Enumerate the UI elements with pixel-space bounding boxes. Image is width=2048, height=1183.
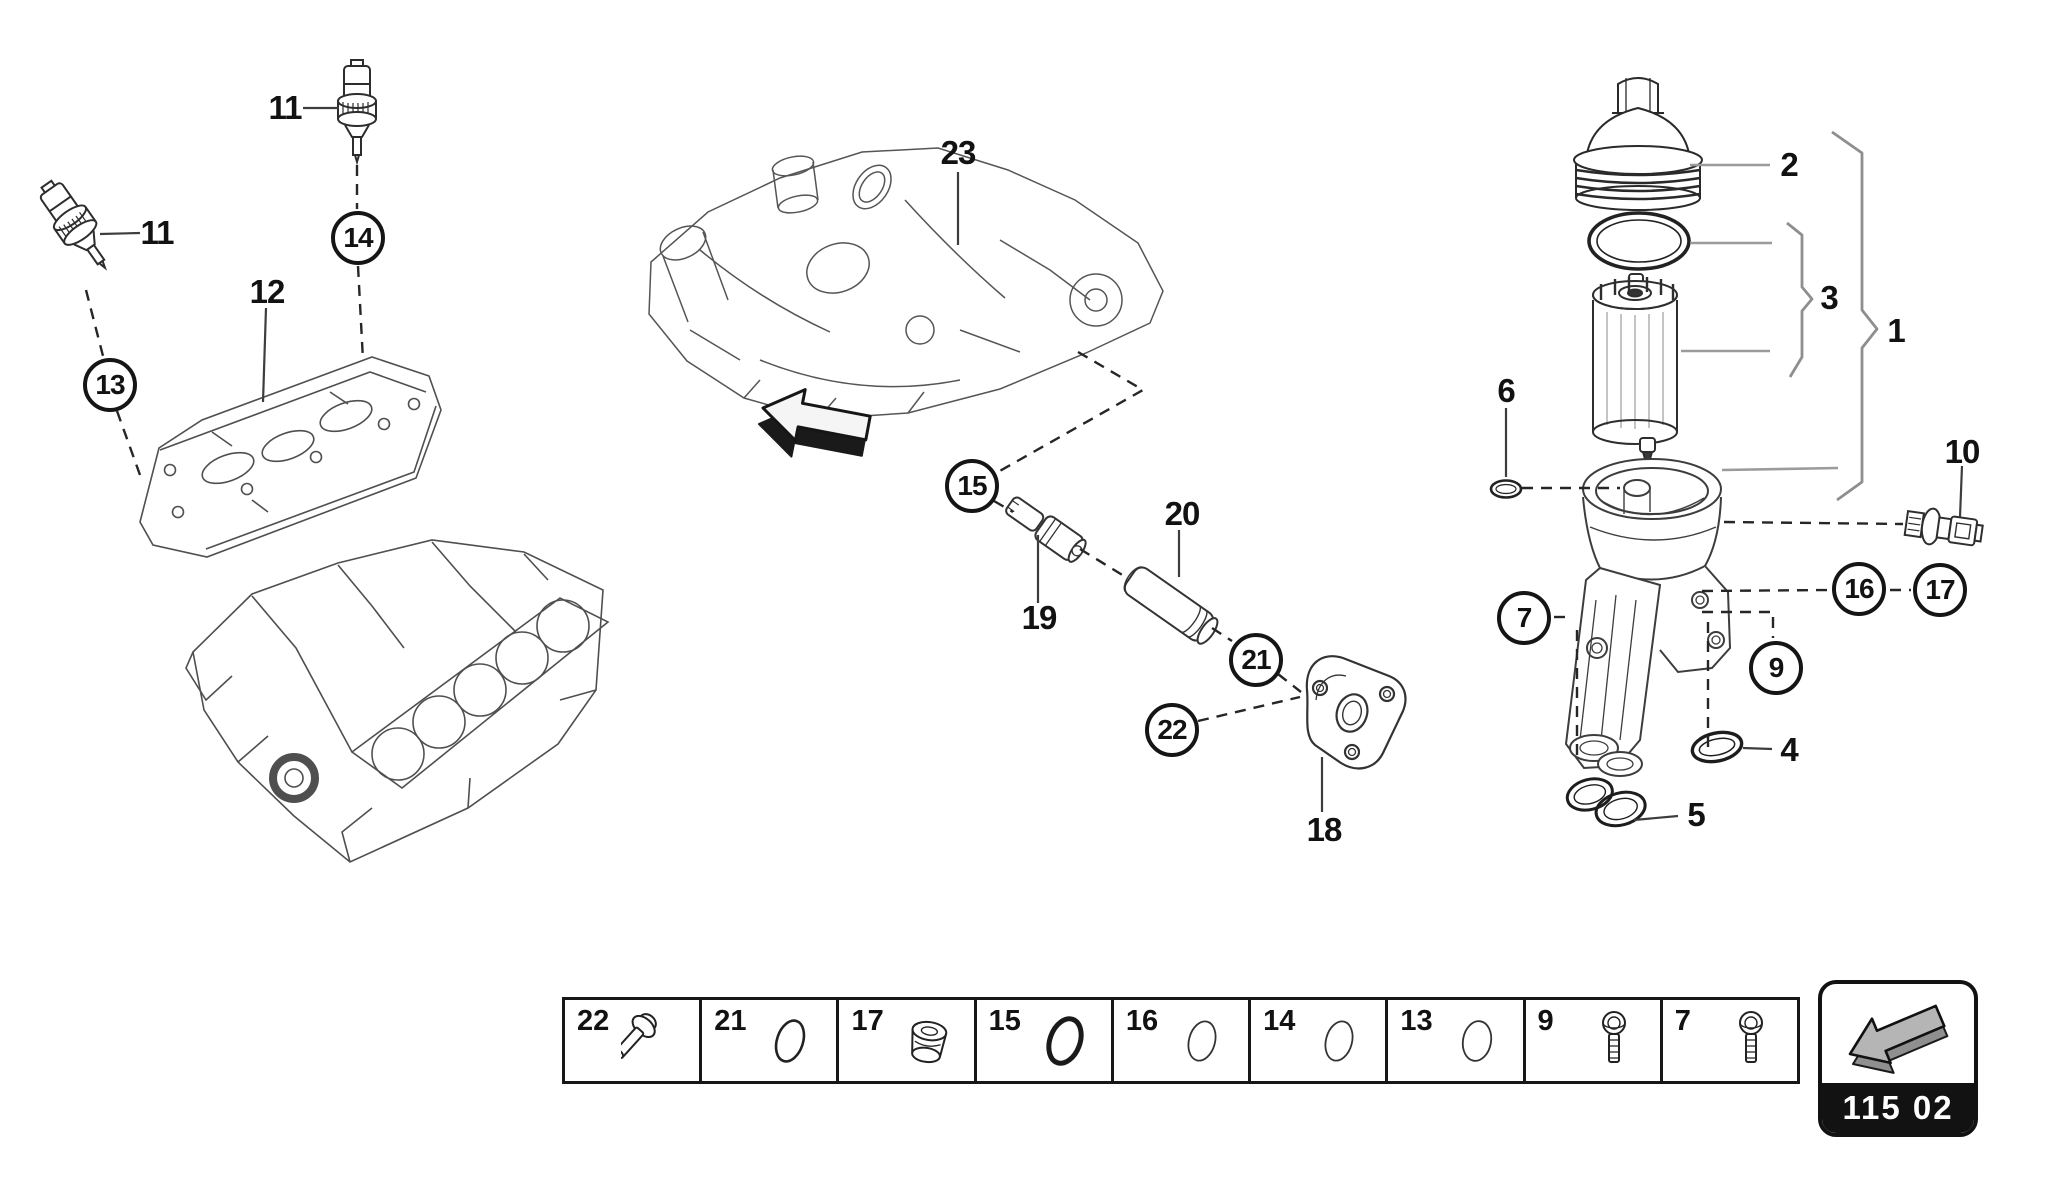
sensor-11-left-sketch	[39, 179, 108, 271]
legend-num-21: 21	[714, 1005, 747, 1037]
legend-cell-21[interactable]: 21	[702, 1000, 840, 1081]
legend-num-7: 7	[1674, 1005, 1691, 1037]
pressure-sensor-10-sketch	[1903, 507, 1984, 547]
badge-arrow-icon	[1848, 1004, 1949, 1074]
engine-block-sketch	[185, 539, 610, 863]
bracket-18-sketch	[1305, 655, 1407, 770]
legend-cell-22[interactable]: 22	[565, 1000, 703, 1081]
o-ring-thin-icon	[1461, 1019, 1492, 1062]
valve-cover-sketch	[139, 356, 442, 558]
legend-num-9: 9	[1537, 1005, 1554, 1037]
callout-11-left[interactable]: 11	[140, 214, 175, 251]
callout-circle-21[interactable]: 21	[1229, 633, 1283, 687]
legend-num-13: 13	[1400, 1005, 1433, 1037]
legend-cell-9[interactable]: 9	[1526, 1000, 1663, 1081]
sensor-11-top-sketch	[337, 59, 377, 166]
o-ring-thin-icon	[1187, 1019, 1217, 1062]
callout-circle-21-text: 21	[1241, 644, 1271, 675]
oil-unit-sketch-23	[648, 147, 1164, 420]
filter-housing-sketch	[1564, 458, 1732, 777]
callout-2[interactable]: 2	[1780, 146, 1798, 183]
callout-circle-22-text: 22	[1157, 714, 1187, 745]
callout-circle-7[interactable]: 7	[1497, 591, 1551, 645]
callout-10[interactable]: 10	[1944, 433, 1981, 470]
callout-18[interactable]: 18	[1306, 811, 1343, 848]
screw-plug-icon	[910, 1020, 947, 1063]
callout-1[interactable]: 1	[1887, 312, 1905, 349]
callout-3[interactable]: 3	[1820, 279, 1838, 316]
callout-circle-9-text: 9	[1768, 652, 1785, 683]
callout-circle-17[interactable]: 17	[1913, 563, 1967, 617]
callout-circle-16-text: 16	[1844, 573, 1874, 604]
legend-num-14: 14	[1263, 1005, 1296, 1037]
filter-element-sketch	[1592, 273, 1678, 460]
oring-4-sketch	[1690, 730, 1744, 764]
legend-cell-13[interactable]: 13	[1388, 1000, 1526, 1081]
group-brackets	[1786, 130, 1879, 502]
callout-circle-14-text: 14	[343, 222, 373, 253]
callout-circle-7-text: 7	[1516, 602, 1533, 633]
callout-20[interactable]: 20	[1164, 495, 1201, 532]
legend-cell-15[interactable]: 15	[977, 1000, 1114, 1081]
callout-12[interactable]: 12	[249, 273, 286, 310]
legend-num-17: 17	[851, 1005, 884, 1037]
fastener-legend: 22 21 17	[562, 997, 1800, 1084]
callout-circle-22[interactable]: 22	[1145, 703, 1199, 757]
leader-lines-gray	[1681, 163, 1839, 472]
callout-circle-15[interactable]: 15	[945, 459, 999, 513]
direction-arrow	[758, 388, 872, 458]
legend-cell-14[interactable]: 14	[1251, 1000, 1389, 1081]
legend-cell-16[interactable]: 16	[1114, 1000, 1252, 1081]
socket-bolt-icon	[1738, 1010, 1763, 1063]
badge-arrow-area	[1822, 984, 1974, 1083]
callout-4[interactable]: 4	[1780, 731, 1798, 768]
dashed-lines	[84, 165, 1911, 758]
o-ring-thick-icon	[1046, 1015, 1084, 1066]
filter-cap-sketch	[1573, 77, 1703, 211]
diagram-code-badge[interactable]: 115 02	[1818, 980, 1978, 1137]
callout-19[interactable]: 19	[1021, 599, 1058, 636]
callout-6[interactable]: 6	[1497, 372, 1515, 409]
callout-circle-16[interactable]: 16	[1832, 562, 1886, 616]
socket-bolt-icon	[1601, 1010, 1626, 1063]
oring-6-sketch	[1489, 479, 1523, 499]
callout-5[interactable]: 5	[1687, 796, 1705, 833]
legend-num-15: 15	[988, 1005, 1021, 1037]
valve-19-sketch	[1005, 496, 1087, 563]
legend-cell-17[interactable]: 17	[839, 1000, 977, 1081]
leader-lines	[99, 106, 1964, 822]
callout-circle-14[interactable]: 14	[331, 211, 385, 265]
legend-cell-7[interactable]: 7	[1663, 1000, 1797, 1081]
cap-oring-sketch	[1587, 211, 1691, 271]
gaskets-5-sketch	[1565, 777, 1647, 828]
callout-circle-13[interactable]: 13	[83, 358, 137, 412]
o-ring-thin-icon	[1324, 1019, 1354, 1062]
flange-bolt-icon	[621, 1012, 658, 1059]
pin-20-sketch	[1123, 566, 1219, 645]
callout-23[interactable]: 23	[940, 134, 977, 171]
legend-num-22: 22	[577, 1005, 610, 1037]
callout-circle-17-text: 17	[1925, 574, 1955, 605]
callout-circle-9[interactable]: 9	[1749, 641, 1803, 695]
badge-code-text: 115 02	[1822, 1083, 1974, 1133]
legend-num-16: 16	[1125, 1005, 1159, 1037]
callout-11-top[interactable]: 11	[268, 89, 303, 126]
o-ring-icon	[775, 1018, 806, 1063]
callout-circle-15-text: 15	[957, 470, 987, 501]
callout-circle-13-text: 13	[95, 369, 125, 400]
